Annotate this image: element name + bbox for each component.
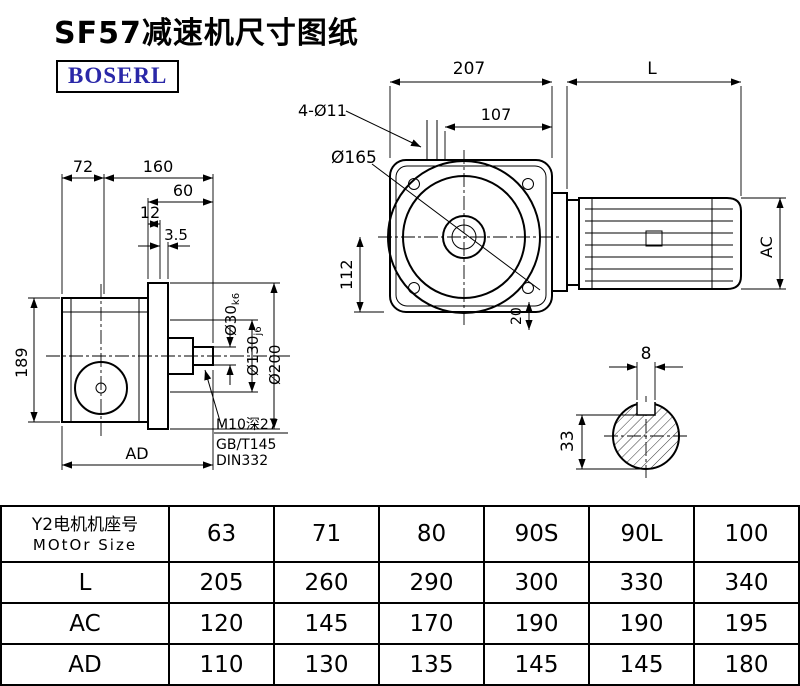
col-header-cell: 100 — [693, 505, 800, 563]
brand-logo-text: BOSERL — [68, 63, 168, 88]
value-cell: 170 — [378, 602, 485, 645]
dim-l-label: L — [647, 59, 657, 79]
col-header-cell: 90L — [588, 505, 695, 563]
tap-std-gb-label: GB/T145 — [216, 437, 276, 453]
value-cell: 110 — [168, 643, 275, 686]
dim-112-label: 112 — [337, 259, 356, 290]
dimension-drawing: 72 160 60 12 3.5 189 AD Ø30k6 Ø130j6 Ø20… — [12, 59, 786, 478]
bolt-hole — [408, 282, 420, 294]
dim-160-label: 160 — [143, 157, 174, 176]
brand-logo-box: BOSERL — [56, 60, 180, 93]
table-row: AD 110 130 135 145 145 180 — [0, 643, 800, 686]
value-cell: 260 — [273, 561, 380, 604]
value-cell: 145 — [588, 643, 695, 686]
dim-189-label: 189 — [12, 347, 31, 378]
front-view-dimensions: 207 L 107 4-Ø11 Ø165 112 20 AC — [298, 59, 786, 330]
value-cell: 190 — [588, 602, 695, 645]
tap-std-din-label: DIN332 — [216, 453, 268, 469]
value-cell: 135 — [378, 643, 485, 686]
table-header-en: MOtOr Size — [32, 536, 138, 555]
table-row: AC 120 145 170 190 190 195 — [0, 602, 800, 645]
bolt-hole — [522, 178, 534, 190]
front-view — [371, 120, 562, 326]
left-view-dimensions: 72 160 60 12 3.5 189 AD Ø30k6 Ø130j6 Ø20… — [12, 157, 288, 470]
row-label-cell: AC — [0, 602, 170, 645]
page-title: SF57减速机尺寸图纸 — [54, 16, 359, 51]
bolt-hole — [408, 178, 420, 190]
table-header-motor-size: Y2电机机座号 MOtOr Size — [0, 505, 170, 563]
value-cell: 205 — [168, 561, 275, 604]
holes-note-label: 4-Ø11 — [298, 101, 347, 120]
dia-165-label: Ø165 — [331, 148, 377, 168]
bolt-hole — [522, 282, 534, 294]
col-header-cell: 71 — [273, 505, 380, 563]
row-label-cell: L — [0, 561, 170, 604]
value-cell: 330 — [588, 561, 695, 604]
dim-72-label: 72 — [73, 157, 93, 176]
dim-60-label: 60 — [173, 181, 193, 200]
dim-33-label: 33 — [558, 430, 578, 452]
col-header-cell: 90S — [483, 505, 590, 563]
dim-3-5-label: 3.5 — [164, 226, 188, 244]
dia-spigot-label: Ø130j6 — [244, 326, 264, 376]
value-cell: 290 — [378, 561, 485, 604]
value-cell: 300 — [483, 561, 590, 604]
left-view — [46, 282, 292, 438]
dim-ad-label: AD — [125, 444, 148, 463]
motor-size-table: Y2电机机座号 MOtOr Size 63 71 80 90S 90L 100 … — [0, 505, 800, 686]
shaft-section: 8 33 — [558, 344, 688, 478]
table-header-cn: Y2电机机座号 — [31, 514, 139, 535]
motor-view — [551, 192, 742, 292]
value-cell: 120 — [168, 602, 275, 645]
value-cell: 190 — [483, 602, 590, 645]
dim-107-label: 107 — [481, 105, 512, 124]
dia-shaft-label: Ø30k6 — [222, 293, 242, 336]
value-cell: 145 — [273, 602, 380, 645]
tap-note-label: M10深27 — [216, 417, 278, 433]
dim-12-label: 12 — [140, 203, 160, 222]
value-cell: 130 — [273, 643, 380, 686]
value-cell: 180 — [693, 643, 800, 686]
value-cell: 195 — [693, 602, 800, 645]
table-row: L 205 260 290 300 330 340 — [0, 561, 800, 604]
dia-flange-label: Ø200 — [266, 345, 284, 385]
keyway-slot — [636, 402, 656, 416]
dim-20-label: 20 — [509, 307, 525, 325]
col-header-cell: 63 — [168, 505, 275, 563]
dim-207-label: 207 — [453, 59, 485, 79]
row-label-cell: AD — [0, 643, 170, 686]
col-header-cell: 80 — [378, 505, 485, 563]
value-cell: 340 — [693, 561, 800, 604]
dim-ac-label: AC — [757, 236, 776, 258]
key-width-label: 8 — [641, 344, 652, 364]
value-cell: 145 — [483, 643, 590, 686]
